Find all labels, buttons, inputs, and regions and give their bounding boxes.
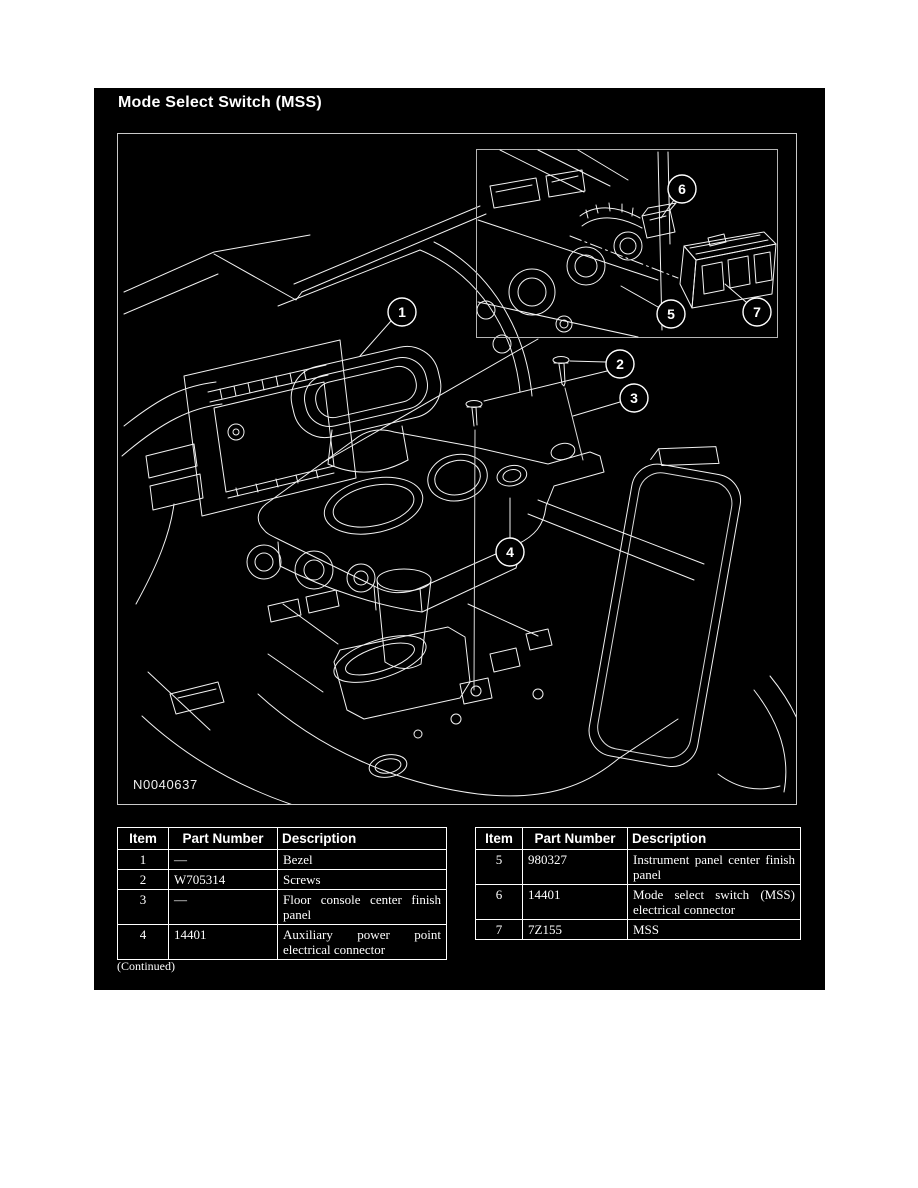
callout-2: 2 <box>484 350 634 401</box>
parts-table-left: Item Part Number Description 1 — Bezel 2… <box>117 827 447 960</box>
cell-item: 2 <box>117 869 169 890</box>
console-diagram: 1 2 3 4 <box>118 134 796 804</box>
col-header-description: Description <box>277 827 447 850</box>
svg-text:3: 3 <box>630 390 638 406</box>
cell-item: 3 <box>117 889 169 925</box>
table-row: 4 14401 Auxiliary power point electrical… <box>117 924 447 960</box>
bezel <box>285 340 447 444</box>
continued-note: (Continued) <box>117 959 175 973</box>
climate-controls <box>247 545 375 622</box>
cell-part-number: 14401 <box>522 884 628 920</box>
callout-7: 7 <box>725 284 771 326</box>
exploded-view-figure: 1 2 3 4 <box>117 133 797 805</box>
svg-text:1: 1 <box>398 304 406 320</box>
cell-item: 1 <box>117 849 169 870</box>
table-row: 3 — Floor console center finish panel <box>117 889 447 925</box>
screw-b <box>466 401 482 691</box>
dashboard-lines <box>122 206 532 604</box>
console-finish-panel <box>258 430 604 612</box>
col-header-part-number: Part Number <box>522 827 628 850</box>
inset-pointer-line <box>322 339 538 463</box>
parts-table-right: Item Part Number Description 5 980327 In… <box>475 827 801 940</box>
cell-part-number: W705314 <box>168 869 278 890</box>
col-header-item: Item <box>475 827 523 850</box>
power-point-connector <box>460 678 492 704</box>
console-base <box>142 500 796 804</box>
figure-id-label: N0040637 <box>133 777 198 792</box>
callout-6: 6 <box>661 175 696 218</box>
svg-text:6: 6 <box>678 181 686 197</box>
svg-text:7: 7 <box>753 304 761 320</box>
inset-detail <box>478 150 776 337</box>
col-header-description: Description <box>627 827 801 850</box>
cell-item: 5 <box>475 849 523 885</box>
callout-4: 4 <box>496 498 524 566</box>
table-row: 6 14401 Mode select switch (MSS) electri… <box>475 884 801 920</box>
col-header-item: Item <box>117 827 169 850</box>
table-row: 2 W705314 Screws <box>117 869 447 890</box>
manual-page-panel: Mode Select Switch (MSS) <box>94 88 825 990</box>
cell-item: 7 <box>475 919 523 940</box>
screw-a <box>553 357 583 461</box>
bezel-hub <box>328 426 408 472</box>
cell-description: Instrument panel center finish panel <box>627 849 801 885</box>
inset-box <box>477 150 778 338</box>
table-row: 1 — Bezel <box>117 849 447 870</box>
cell-description: Floor console center finish panel <box>277 889 447 925</box>
table-row: 7 7Z155 MSS <box>475 919 801 940</box>
cell-part-number: — <box>168 849 278 870</box>
table-header-row: Item Part Number Description <box>117 827 447 850</box>
callout-1: 1 <box>360 298 416 356</box>
radio-unit <box>184 340 356 516</box>
cell-item: 6 <box>475 884 523 920</box>
cell-description: Mode select switch (MSS) electrical conn… <box>627 884 801 920</box>
cell-description: MSS <box>627 919 801 940</box>
callout-3: 3 <box>573 384 648 416</box>
cell-part-number: 980327 <box>522 849 628 885</box>
table-row: 5 980327 Instrument panel center finish … <box>475 849 801 885</box>
col-header-part-number: Part Number <box>168 827 278 850</box>
cell-part-number: 7Z155 <box>522 919 628 940</box>
cell-part-number: — <box>168 889 278 925</box>
cell-description: Screws <box>277 869 447 890</box>
cell-part-number: 14401 <box>168 924 278 960</box>
section-title: Mode Select Switch (MSS) <box>118 94 322 111</box>
cell-item: 4 <box>117 924 169 960</box>
svg-text:5: 5 <box>667 306 675 322</box>
shift-lever <box>328 569 470 719</box>
cell-description: Bezel <box>277 849 447 870</box>
cell-description: Auxiliary power point electrical connect… <box>277 924 447 960</box>
armrest <box>585 433 749 770</box>
callout-5: 5 <box>621 286 685 328</box>
table-header-row: Item Part Number Description <box>475 827 801 850</box>
svg-text:4: 4 <box>506 544 514 560</box>
svg-text:2: 2 <box>616 356 624 372</box>
